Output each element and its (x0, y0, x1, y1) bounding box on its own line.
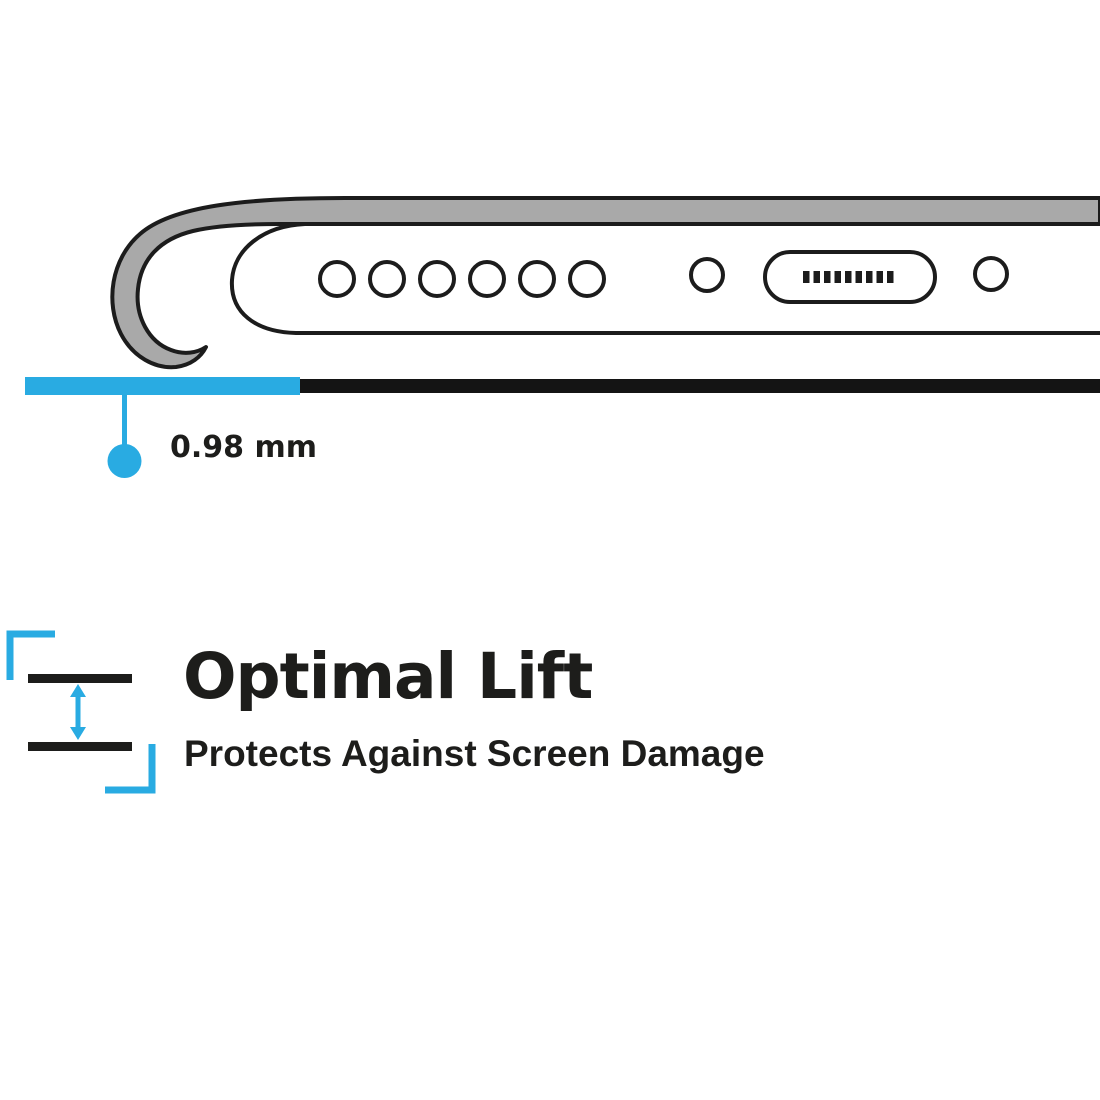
screen-line-bottom (28, 742, 132, 751)
screen-line-top (28, 674, 132, 683)
screw-hole (973, 256, 1009, 292)
speaker-hole (418, 260, 456, 298)
speaker-hole (468, 260, 506, 298)
lift-gap-bar-accent (25, 377, 300, 395)
speaker-hole (518, 260, 556, 298)
bracket-bottom-right (105, 744, 156, 794)
arrow-up-down-icon (70, 684, 86, 740)
measurement-label: 0.98 mm (170, 430, 317, 465)
lift-icon (6, 630, 156, 794)
speaker-hole (368, 260, 406, 298)
phone-case-illustration (25, 196, 1100, 478)
speaker-hole (568, 260, 606, 298)
bracket-top-left (6, 630, 55, 680)
surface-bar (300, 379, 1100, 393)
measurement-pointer-line (122, 395, 127, 448)
feature-title: Optimal Lift (183, 640, 593, 713)
charging-port-pins (803, 271, 894, 283)
phone-body (229, 222, 1100, 335)
case-lip (110, 196, 1100, 370)
speaker-hole (318, 260, 356, 298)
measurement-dot (107, 444, 142, 478)
feature-subtitle: Protects Against Screen Damage (184, 733, 765, 774)
screw-hole (689, 257, 725, 293)
